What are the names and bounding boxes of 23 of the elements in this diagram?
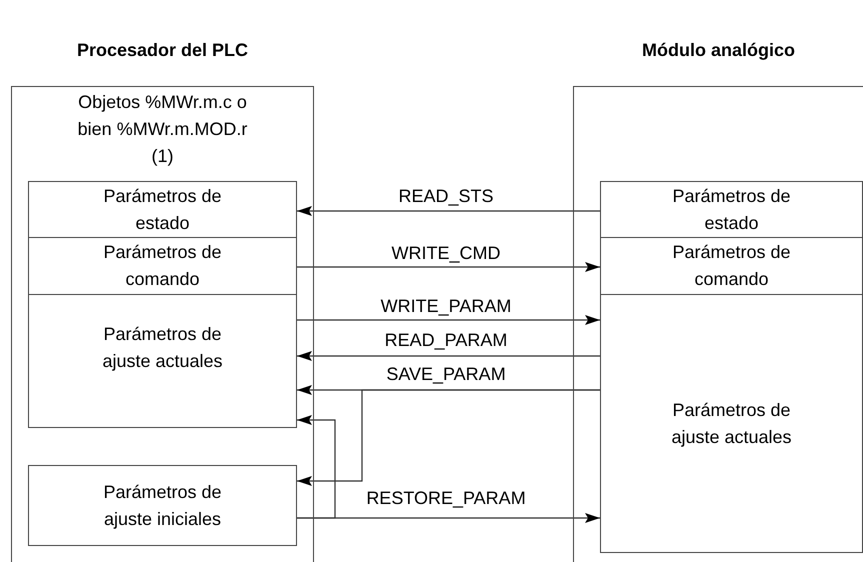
box-label: Parámetros de ajuste actuales bbox=[101, 323, 224, 373]
arrow bbox=[297, 262, 600, 272]
parameter-box bbox=[600, 237, 863, 295]
box-label: Parámetros de ajuste iniciales bbox=[102, 480, 223, 531]
parameter-box bbox=[28, 181, 297, 238]
arrow bbox=[297, 351, 600, 361]
arrow bbox=[297, 206, 600, 216]
box-label: Parámetros de estado bbox=[671, 184, 792, 234]
box-label: Parámetros de estado bbox=[102, 184, 223, 234]
arrow bbox=[297, 389, 600, 486]
box-label: Parámetros de comando bbox=[671, 241, 792, 291]
parameter-box bbox=[600, 181, 863, 238]
parameter-box bbox=[28, 237, 297, 295]
column-heading: Módulo analógico bbox=[641, 39, 796, 62]
parameter-box bbox=[600, 294, 863, 553]
box-label: Parámetros de comando bbox=[102, 241, 223, 291]
object-label: Objetos %MWr.m.c o bien %MWr.m.MOD.r (1) bbox=[76, 91, 248, 168]
column-heading: Procesador del PLC bbox=[76, 39, 250, 62]
arrow bbox=[297, 315, 600, 325]
arrow bbox=[297, 415, 336, 519]
parameter-box bbox=[28, 294, 297, 428]
parameter-box bbox=[28, 465, 297, 546]
box-label: Parámetros de ajuste actuales bbox=[670, 398, 793, 449]
